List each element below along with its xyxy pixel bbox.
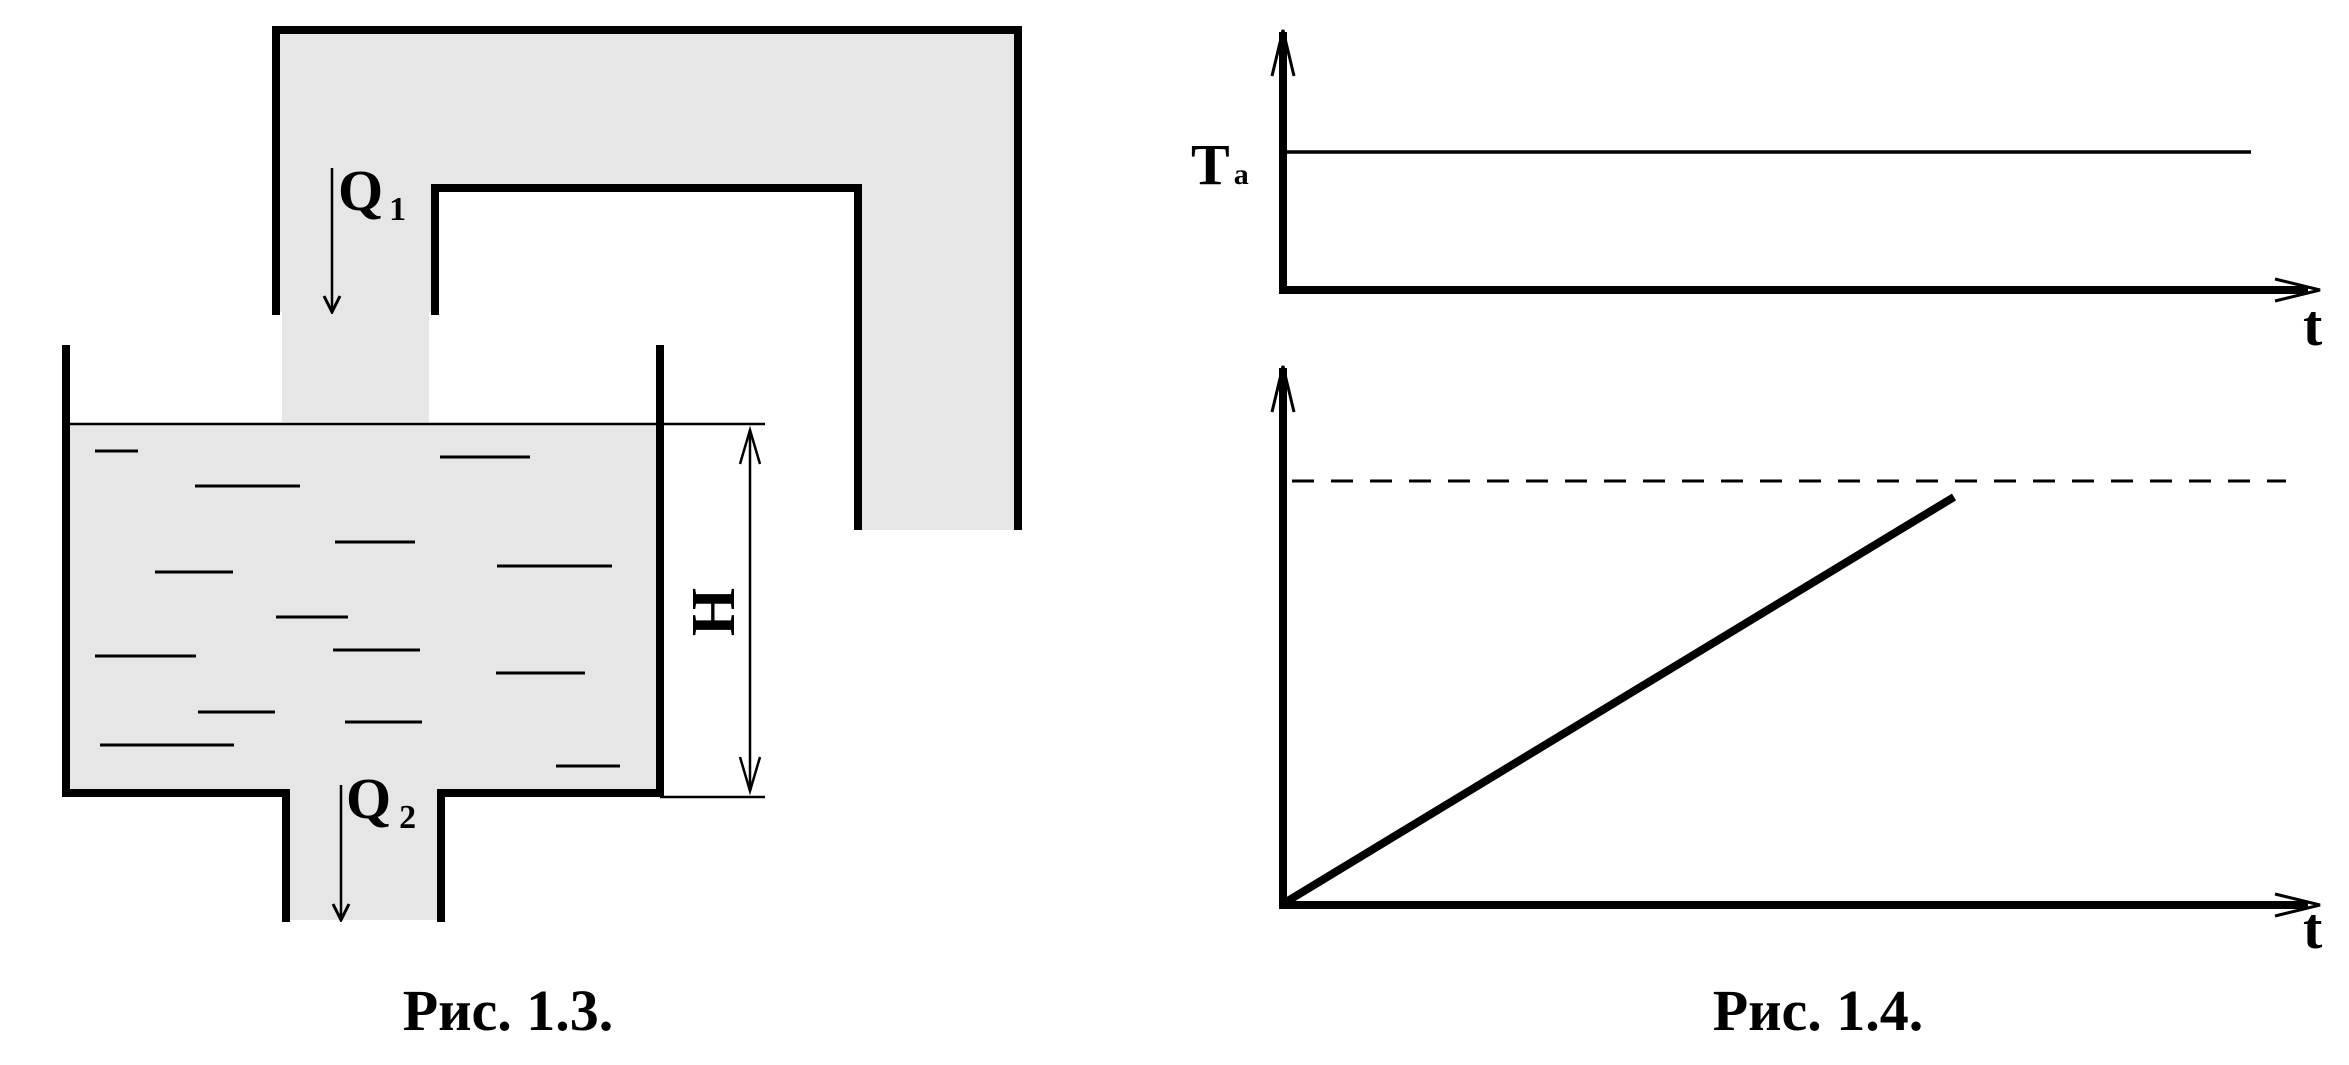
top-x-axis-arrowhead: [2274, 277, 2321, 303]
top-y-axis-arrowhead: [1270, 29, 1296, 77]
caption-fig-1-4: Рис. 1.4.: [1713, 978, 1924, 1043]
bottom-x-axis-arrowhead: [2274, 892, 2321, 918]
bottom-plot: t: [1270, 365, 2323, 961]
bottom-x-axis-label: t: [2303, 896, 2323, 961]
ramp-line: [1283, 493, 1957, 906]
outlet-liquid: [288, 790, 440, 920]
top-x-axis-label: t: [2303, 293, 2323, 358]
tank-liquid: [66, 424, 660, 793]
level-dimension-arrow: [738, 425, 762, 796]
level-label: H: [680, 588, 748, 636]
bottom-y-axis-arrowhead: [1270, 365, 1296, 413]
liquid-hatching: [95, 449, 620, 768]
tank-walls: [62, 345, 664, 922]
inlet-pipe: [272, 26, 1022, 530]
falling-stream: [282, 312, 429, 422]
caption-fig-1-3: Рис. 1.3.: [403, 978, 614, 1043]
